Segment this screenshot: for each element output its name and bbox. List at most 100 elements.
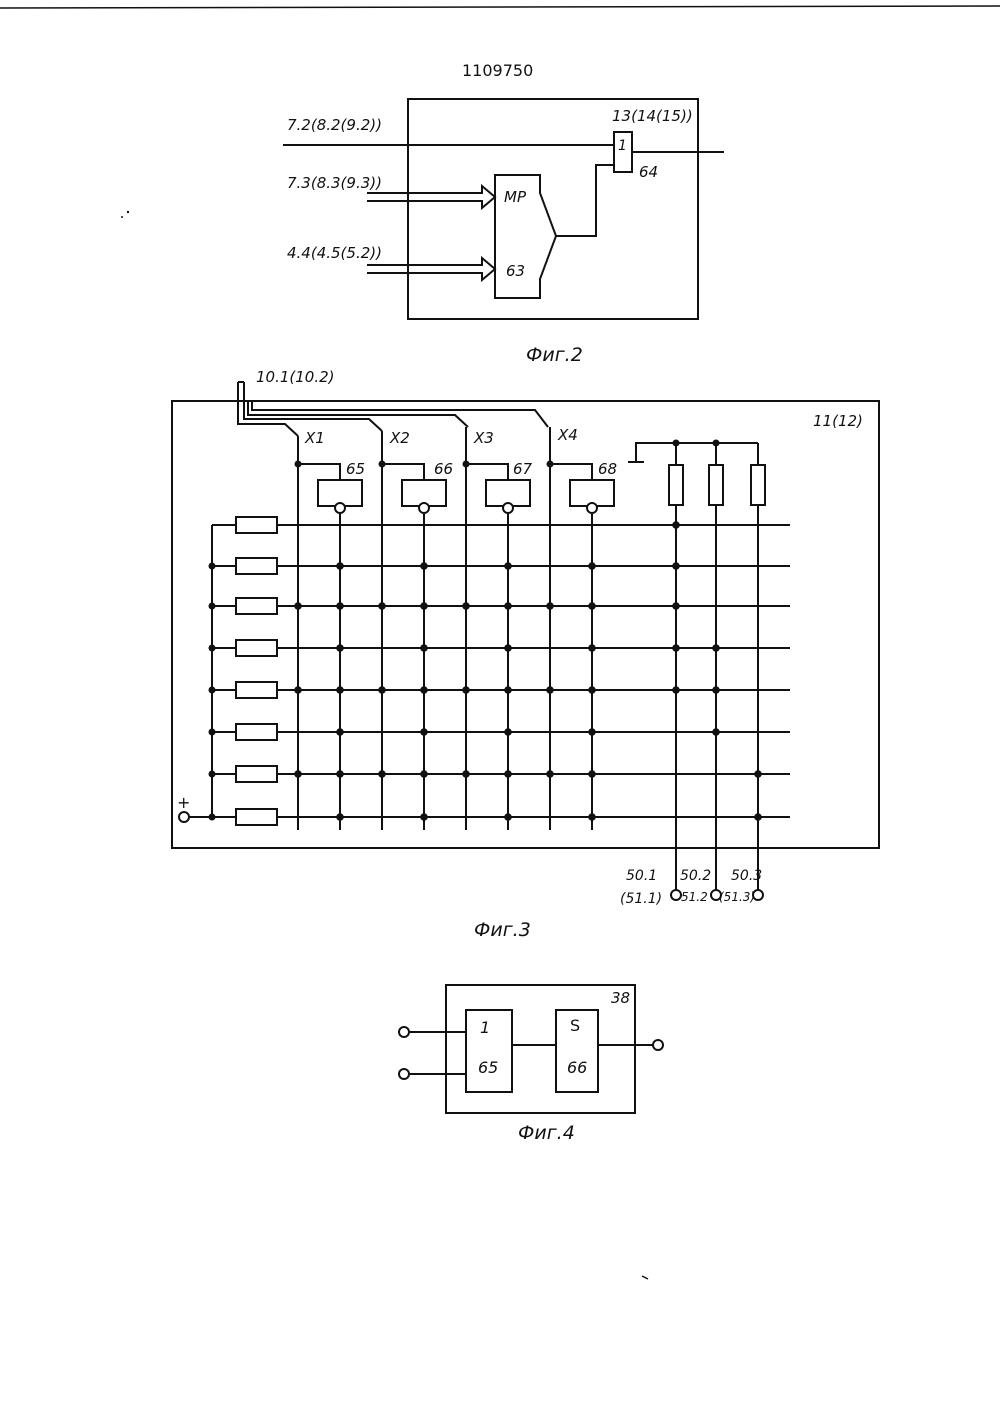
fig3-node bbox=[336, 813, 344, 821]
fig2-mux-to-gate-wire bbox=[556, 165, 614, 236]
fig3-inverter-65-label: 65 bbox=[346, 460, 365, 478]
fig3-node bbox=[504, 770, 512, 778]
fig3-rail-node-4 bbox=[209, 645, 216, 652]
fig3-node bbox=[546, 770, 554, 778]
fig2-bus-arrow-mid bbox=[367, 186, 495, 208]
fig3-output-node bbox=[672, 562, 680, 570]
fig2-input-mid-label: 7.3(8.3(9.3)) bbox=[287, 174, 382, 192]
fig3-x4-label: X4 bbox=[557, 426, 578, 444]
fig3-plus-terminal bbox=[179, 812, 189, 822]
fig3-row-resistor-2 bbox=[236, 558, 277, 574]
fig3-row-resistor-1 bbox=[236, 517, 277, 533]
fig3-output-node bbox=[754, 813, 762, 821]
fig3-node bbox=[588, 602, 596, 610]
fig3-node bbox=[588, 562, 596, 570]
fig3-node bbox=[378, 686, 386, 694]
fig2-input-top-label: 7.2(8.2(9.2)) bbox=[287, 116, 382, 134]
fig3-node bbox=[546, 602, 554, 610]
fig3-row-resistor-4 bbox=[236, 640, 277, 656]
fig4-output-terminal bbox=[653, 1040, 663, 1050]
fig3-row-resistor-3 bbox=[236, 598, 277, 614]
fig3-out1-bot-label: (51.1) bbox=[620, 891, 662, 907]
fig3-output-node bbox=[672, 686, 680, 694]
fig3-node bbox=[504, 686, 512, 694]
fig3-node bbox=[546, 686, 554, 694]
fig3-node bbox=[588, 686, 596, 694]
fig2-mux-number: 63 bbox=[506, 262, 525, 280]
fig3-rail-node-7 bbox=[209, 771, 216, 778]
figure-2: 13(14(15)) 7.2(8.2(9.2)) 1 64 MP 63 7.3(… bbox=[283, 99, 724, 366]
fig3-node bbox=[294, 770, 302, 778]
fig3-rail-node-8 bbox=[209, 814, 216, 821]
fig4-gate1-symbol: 1 bbox=[480, 1018, 490, 1037]
fig3-node bbox=[504, 644, 512, 652]
fig3-output-node bbox=[712, 644, 720, 652]
fig3-out2-bot-label: 51.2 bbox=[681, 890, 708, 904]
fig2-gate-number: 64 bbox=[639, 163, 658, 181]
fig4-gate1-number: 65 bbox=[478, 1058, 498, 1077]
fig4-gate2-number: 66 bbox=[567, 1058, 587, 1077]
fig3-row-matrix bbox=[209, 517, 791, 825]
fig3-inverter-67-label: 67 bbox=[513, 460, 533, 478]
fig3-output-node bbox=[672, 644, 680, 652]
page-top-rule bbox=[0, 6, 1000, 8]
fig3-output-node bbox=[712, 728, 720, 736]
fig3-rail-node-5 bbox=[209, 687, 216, 694]
fig4-block-label: 38 bbox=[611, 989, 630, 1007]
fig4-input-terminal-2 bbox=[399, 1069, 409, 1079]
fig3-node bbox=[420, 644, 428, 652]
fig3-node bbox=[588, 728, 596, 736]
fig3-out2-top-label: 50.2 bbox=[680, 868, 711, 884]
fig3-rail-node-6 bbox=[209, 729, 216, 736]
fig3-ground-rail bbox=[636, 443, 758, 462]
fig3-pullup-resistor-3 bbox=[751, 465, 765, 505]
patent-number: 1109750 bbox=[462, 61, 533, 80]
figure-4: 38 1 65 S 66 Фиг.4 bbox=[399, 985, 663, 1144]
fig3-output-node bbox=[712, 686, 720, 694]
fig3-output-terminal-1 bbox=[671, 890, 681, 900]
fig3-rail-node-2 bbox=[209, 563, 216, 570]
fig3-node bbox=[420, 562, 428, 570]
fig3-node bbox=[420, 728, 428, 736]
fig3-output-node bbox=[672, 602, 680, 610]
fig3-node bbox=[336, 770, 344, 778]
fig3-node bbox=[420, 770, 428, 778]
fig2-block-frame bbox=[408, 99, 698, 319]
fig3-node bbox=[504, 728, 512, 736]
fig3-node bbox=[420, 813, 428, 821]
fig3-plus-sign: + bbox=[177, 793, 190, 812]
fig3-node bbox=[504, 562, 512, 570]
fig3-node bbox=[588, 770, 596, 778]
fig3-pullup-resistor-2 bbox=[709, 465, 723, 505]
fig3-x2-label: X2 bbox=[389, 429, 410, 447]
fig3-inverter-66-label: 66 bbox=[434, 460, 453, 478]
fig3-node bbox=[378, 602, 386, 610]
figure-3: 11(12) 10.1(10.2) X1 X2 X3 X4 65 bbox=[172, 368, 879, 941]
fig4-input-terminal-1 bbox=[399, 1027, 409, 1037]
fig3-bus-wire-x3 bbox=[248, 400, 468, 427]
fig3-bus-wire-x4 bbox=[252, 400, 548, 427]
fig2-block-label: 13(14(15)) bbox=[612, 107, 693, 125]
fig4-block-frame bbox=[446, 985, 635, 1113]
fig2-gate-symbol: 1 bbox=[618, 138, 627, 154]
fig3-out3-top-label: 50.3 bbox=[731, 868, 762, 884]
fig3-x3-label: X3 bbox=[473, 429, 494, 447]
fig3-block-label: 11(12) bbox=[813, 412, 863, 430]
fig3-output-node bbox=[754, 770, 762, 778]
fig3-row-resistor-6 bbox=[236, 724, 277, 740]
fig3-inverter-68-label: 68 bbox=[598, 460, 617, 478]
fig3-out1-top-label: 50.1 bbox=[626, 868, 657, 884]
fig3-node bbox=[462, 602, 470, 610]
fig3-node bbox=[588, 644, 596, 652]
fig2-caption: Фиг.2 bbox=[526, 344, 583, 366]
fig3-node bbox=[420, 602, 428, 610]
fig3-bus-label: 10.1(10.2) bbox=[256, 368, 335, 386]
fig3-x1-label: X1 bbox=[304, 429, 325, 447]
fig3-node bbox=[294, 686, 302, 694]
fig3-out3-bot-label: (51.3) bbox=[719, 890, 755, 904]
fig3-row-resistor-5 bbox=[236, 682, 277, 698]
fig3-node bbox=[462, 770, 470, 778]
fig3-node bbox=[588, 813, 596, 821]
fig3-rail-node-3 bbox=[209, 603, 216, 610]
